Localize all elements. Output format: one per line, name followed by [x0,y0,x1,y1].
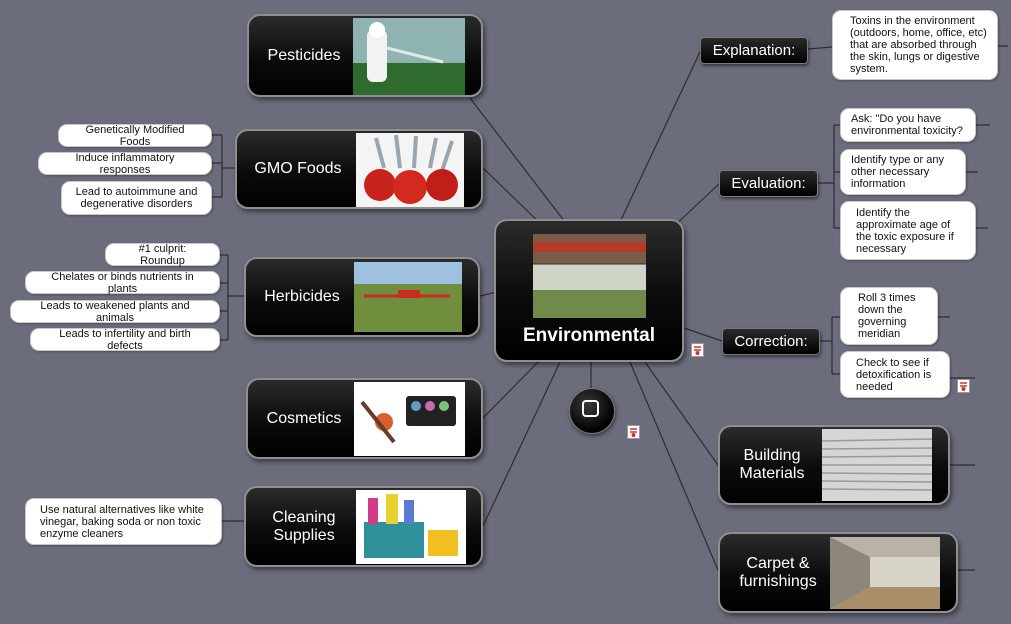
carpet-furnishings-label: Carpet & furnishings [739,554,817,590]
correction-note-2: Check to see if detoxification is needed [840,351,950,398]
cleaning-note: Use natural alternatives like white vine… [25,498,222,545]
pesticides-label: Pesticides [267,46,341,64]
herbicide-note-1: #1 culprit: Roundup [105,243,220,267]
evaluation-note-3: Identify the approximate age of the toxi… [840,201,976,260]
gmo-note-1: Genetically Modified Foods [58,124,212,148]
carpet-furnishings-node[interactable]: Carpet & furnishings [718,532,958,613]
cleaning-supplies-label: Cleaning Supplies [272,508,336,544]
explanation-tag[interactable]: Explanation: [700,37,808,64]
cleaning-supplies-image [356,490,466,564]
building-materials-node[interactable]: Building Materials [718,425,950,505]
evaluation-tag[interactable]: Evaluation: [719,170,818,197]
paper-stack-image [822,429,932,501]
herbicides-label: Herbicides [264,288,340,305]
gmo-tomatoes-image [356,133,464,207]
explanation-note: Toxins in the environment (outdoors, hom… [832,10,998,80]
herbicide-note-3: Leads to weakened plants and animals [10,300,220,324]
herbicide-note-2: Chelates or binds nutrients in plants [25,271,220,295]
attachment-icon[interactable] [691,343,704,357]
central-node-label: Environmental [523,325,655,346]
herbicides-node[interactable]: Herbicides [244,257,480,337]
office-interior-image [830,537,940,609]
correction-tag[interactable]: Correction: [722,328,820,355]
crop-duster-image [354,262,462,332]
gmo-foods-node[interactable]: GMO Foods [235,129,483,209]
central-node[interactable]: Environmental [494,219,684,362]
gmo-foods-label: GMO Foods [254,160,342,177]
attachment-icon[interactable] [957,379,970,393]
evaluation-note-1: Ask: "Do you have environmental toxicity… [840,108,976,142]
cleaning-supplies-node[interactable]: Cleaning Supplies [244,486,483,567]
herbicide-note-4: Leads to infertility and birth defects [30,328,220,352]
cosmetics-label: Cosmetics [266,409,342,427]
building-materials-label: Building Materials [739,447,805,482]
attachment-icon[interactable] [627,425,640,439]
correction-note-1: Roll 3 times down the governing meridian [840,287,938,345]
cosmetics-node[interactable]: Cosmetics [246,378,483,459]
hub-square-icon [582,400,599,417]
gmo-note-2: Induce inflammatory responses [38,152,212,176]
pesticides-node[interactable]: Pesticides [247,14,483,97]
evaluation-note-2: Identify type or any other necessary inf… [840,149,966,195]
gmo-note-3: Lead to autoimmune and degenerative diso… [61,181,212,215]
pesticide-sprayer-image [353,18,465,95]
crop-spraying-image [533,234,646,318]
cosmetics-image [354,382,465,456]
floating-topic[interactable] [569,388,615,434]
